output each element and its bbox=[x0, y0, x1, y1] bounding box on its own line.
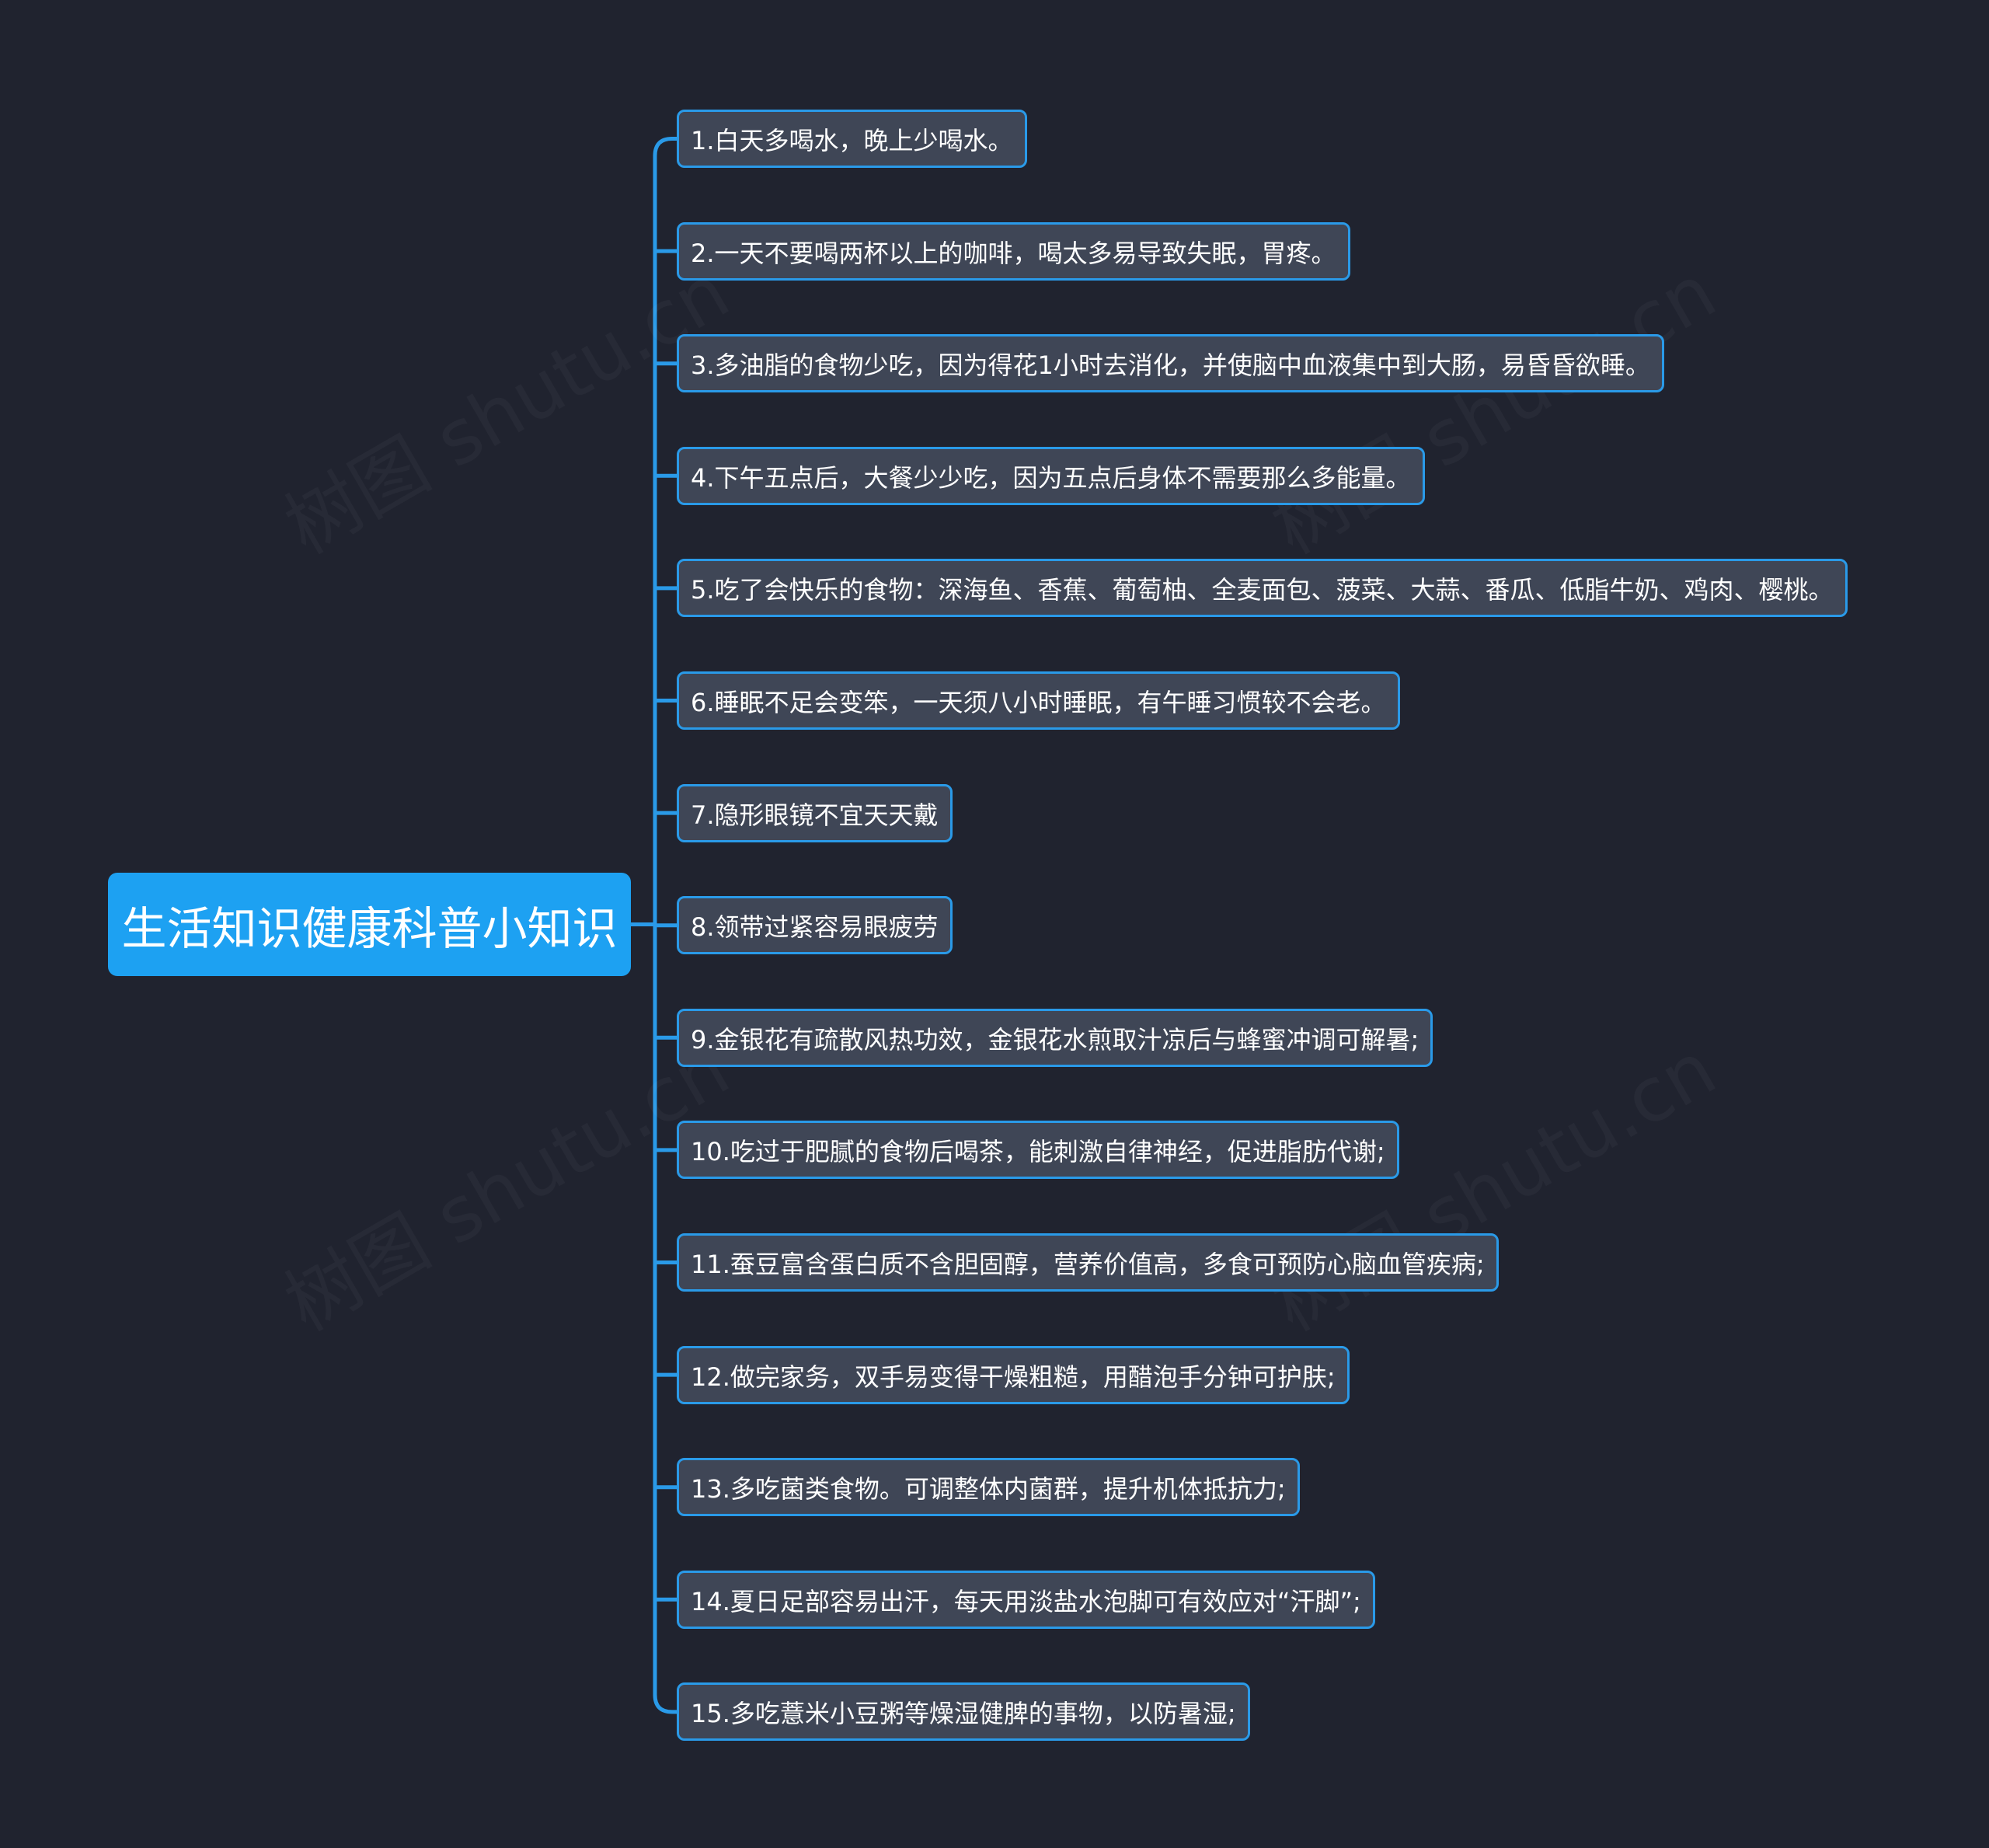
topic-item-8[interactable]: 8.领带过紧容易眼疲劳 bbox=[677, 896, 953, 954]
branch-connector-1 bbox=[653, 137, 679, 158]
topic-item-13[interactable]: 13.多吃菌类食物。可调整体内菌群，提升机体抵抗力; bbox=[677, 1458, 1300, 1516]
branch-connector-15 bbox=[653, 1693, 679, 1714]
topic-item-12[interactable]: 12.做完家务，双手易变得干燥粗糙，用醋泡手分钟可护肤; bbox=[677, 1346, 1350, 1404]
topic-item-10[interactable]: 10.吃过于肥腻的食物后喝茶，能刺激自律神经，促进脂肪代谢; bbox=[677, 1121, 1399, 1179]
topic-item-15[interactable]: 15.多吃薏米小豆粥等燥湿健脾的事物，以防暑湿; bbox=[677, 1682, 1250, 1741]
topic-item-9[interactable]: 9.金银花有疏散风热功效，金银花水煎取汁凉后与蜂蜜冲调可解暑; bbox=[677, 1009, 1433, 1067]
topic-item-2[interactable]: 2.一天不要喝两杯以上的咖啡，喝太多易导致失眠，胃疼。 bbox=[677, 222, 1350, 281]
topic-item-1[interactable]: 1.白天多喝水，晚上少喝水。 bbox=[677, 110, 1027, 168]
topic-item-14[interactable]: 14.夏日足部容易出汗，每天用淡盐水泡脚可有效应对“汗脚”; bbox=[677, 1571, 1375, 1629]
topic-item-3[interactable]: 3.多油脂的食物少吃，因为得花1小时去消化，并使脑中血液集中到大肠，易昏昏欲睡。 bbox=[677, 334, 1664, 392]
topic-item-5[interactable]: 5.吃了会快乐的食物：深海鱼、香蕉、葡萄柚、全麦面包、菠菜、大蒜、番瓜、低脂牛奶… bbox=[677, 559, 1848, 617]
topic-item-7[interactable]: 7.隐形眼镜不宜天天戴 bbox=[677, 784, 953, 842]
topic-item-11[interactable]: 11.蚕豆富含蛋白质不含胆固醇，营养价值高，多食可预防心脑血管疾病; bbox=[677, 1233, 1499, 1292]
topic-item-4[interactable]: 4.下午五点后，大餐少少吃，因为五点后身体不需要那么多能量。 bbox=[677, 447, 1425, 505]
topic-item-6[interactable]: 6.睡眠不足会变笨，一天须八小时睡眠，有午睡习惯较不会老。 bbox=[677, 671, 1400, 730]
root-topic[interactable]: 生活知识健康科普小知识 bbox=[108, 873, 631, 976]
